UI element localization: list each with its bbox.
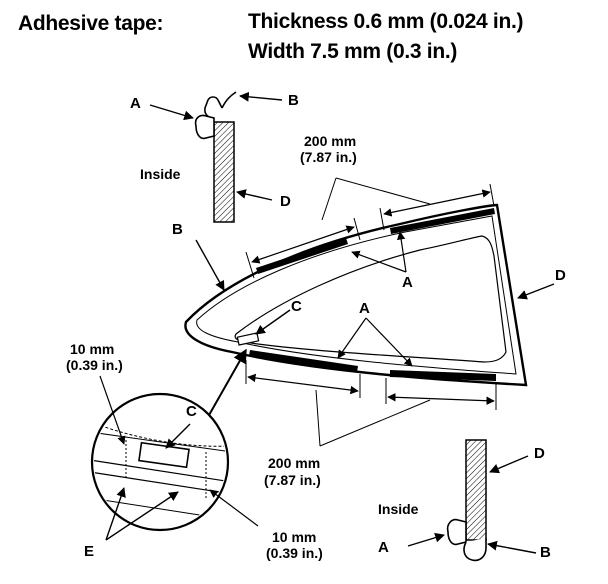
tape-c-magnified bbox=[138, 441, 190, 469]
callout-b-bottom-section: B bbox=[540, 544, 551, 561]
callout-b-glass: B bbox=[172, 221, 183, 238]
dimension-10-left-mm: 10 mm bbox=[70, 341, 115, 357]
callout-a-top-section: A bbox=[130, 95, 141, 112]
adhesive-tape-label: Adhesive tape: bbox=[18, 12, 164, 35]
glass-section-top bbox=[213, 121, 235, 223]
glass-ceramic-edge bbox=[234, 235, 507, 363]
callout-a-bottom-section: A bbox=[378, 539, 389, 556]
dimension-200-bottom-in: (7.87 in.) bbox=[264, 472, 321, 488]
bottom-section-detail bbox=[407, 439, 537, 562]
tape-width-spec: Width 7.5 mm (0.3 in.) bbox=[248, 40, 458, 63]
quarter-glass bbox=[184, 203, 528, 387]
inside-label-top: Inside bbox=[140, 166, 181, 182]
tape-c bbox=[236, 332, 260, 346]
callout-e: E bbox=[84, 543, 95, 560]
dimension-200-bottom-mm: 200 mm bbox=[268, 455, 321, 471]
dimension-200-top-mm: 200 mm bbox=[304, 133, 357, 149]
clip-top bbox=[194, 114, 215, 140]
dimension-10-left-in: (0.39 in.) bbox=[66, 357, 123, 373]
magnified-detail bbox=[90, 375, 259, 541]
tape-strip bbox=[249, 350, 358, 372]
callout-c-glass: C bbox=[291, 298, 302, 315]
glass-section-bottom bbox=[465, 439, 487, 541]
glass-outline bbox=[184, 203, 528, 387]
top-section-detail bbox=[149, 91, 283, 223]
callout-d-glass: D bbox=[555, 267, 566, 284]
dimension-200-top bbox=[245, 177, 495, 279]
callout-a-top-tape: A bbox=[402, 274, 413, 291]
molding-top bbox=[204, 96, 223, 119]
tape-thickness-spec: Thickness 0.6 mm (0.024 in.) bbox=[248, 10, 524, 33]
callout-d-bottom-section: D bbox=[534, 445, 545, 462]
inside-label-bottom: Inside bbox=[378, 501, 419, 517]
lip-top bbox=[221, 91, 237, 109]
callout-b-top-section: B bbox=[288, 92, 299, 109]
dimension-10-right-in: (0.39 in.) bbox=[266, 545, 323, 561]
clip-bottom bbox=[446, 518, 467, 546]
molding-bottom bbox=[463, 538, 487, 562]
callout-d-top-section: D bbox=[280, 193, 291, 210]
tape-strip bbox=[390, 370, 496, 381]
callout-a-bottom-tape: A bbox=[359, 300, 370, 317]
callout-c-magnified: C bbox=[186, 403, 197, 420]
dimension-10-right-mm: 10 mm bbox=[272, 529, 317, 545]
dimension-200-top-in: (7.87 in.) bbox=[300, 149, 357, 165]
